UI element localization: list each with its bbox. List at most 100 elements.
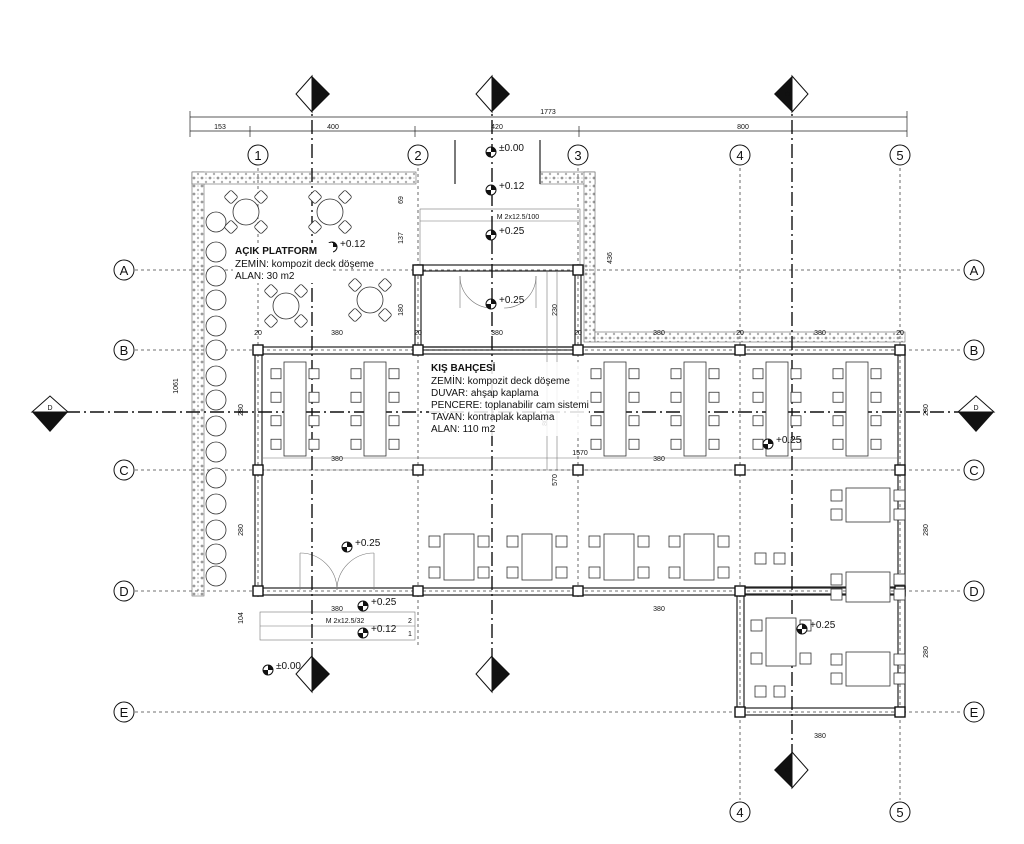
grid-bubble-A-left: A (113, 259, 135, 281)
stool (205, 415, 227, 437)
chair (254, 220, 268, 234)
svg-text:A: A (313, 92, 320, 97)
chair (270, 368, 282, 380)
gravel-border (191, 171, 906, 597)
column-post (572, 344, 584, 356)
chair (708, 368, 720, 380)
chair (790, 415, 802, 427)
chair (308, 415, 320, 427)
dim-extra-230: 230 (552, 304, 559, 316)
table (603, 361, 627, 457)
chair (893, 653, 906, 666)
chair (628, 415, 640, 427)
dim-bay-6: 380 (653, 456, 665, 463)
table (363, 361, 387, 457)
chair (348, 308, 362, 322)
chair (350, 415, 362, 427)
chair (224, 190, 238, 204)
chair (308, 368, 320, 380)
chair (270, 391, 282, 403)
column-post (572, 585, 584, 597)
chair (388, 415, 400, 427)
chair (350, 391, 362, 403)
column-post (894, 344, 906, 356)
chair (477, 535, 490, 548)
stool (205, 339, 227, 361)
stool (205, 211, 227, 233)
chair (388, 368, 400, 380)
svg-text:B: B (120, 343, 129, 358)
dim-extra-137: 137 (398, 232, 405, 244)
chair (294, 284, 308, 298)
svg-text:5: 5 (896, 148, 903, 163)
stool (205, 365, 227, 387)
entry: M 2x12.5/100 M 2x12.5/32 2 1 (259, 140, 581, 641)
dim-bay-3: 380 (653, 330, 665, 337)
grid-bubbles-columns: 1 2 3 4 5 4 5 (247, 144, 911, 823)
svg-text:C: C (783, 767, 790, 772)
winter-garden-wall: DUVAR: ahşap kaplama (431, 388, 539, 399)
chair (670, 391, 682, 403)
chair (588, 535, 601, 548)
svg-text:C: C (969, 463, 978, 478)
chair (717, 566, 730, 579)
svg-text:D: D (969, 584, 978, 599)
chair (830, 489, 843, 502)
table (521, 533, 553, 581)
dim-post-5: 20 (896, 330, 904, 337)
columns (252, 264, 906, 718)
dim-extra-180: 180 (398, 304, 405, 316)
svg-text:4: 4 (736, 805, 743, 820)
svg-text:1: 1 (254, 148, 261, 163)
dim-bay-5: 380 (331, 456, 343, 463)
svg-text:A: A (313, 672, 320, 677)
level-marker-hall-025: +0.25 (341, 538, 381, 553)
dim-extra-69: 69 (398, 196, 405, 204)
chair (830, 508, 843, 521)
doors (299, 275, 537, 591)
svg-text:A: A (120, 263, 129, 278)
chair (555, 566, 568, 579)
chair (308, 438, 320, 450)
column-post (734, 464, 746, 476)
chair (773, 685, 786, 698)
column-post (412, 344, 424, 356)
svg-text:5: 5 (896, 805, 903, 820)
chair (628, 391, 640, 403)
chair (637, 566, 650, 579)
column-post (894, 706, 906, 718)
chair (893, 489, 906, 502)
stool (205, 265, 227, 287)
chair (893, 508, 906, 521)
chair (708, 415, 720, 427)
table (845, 571, 891, 603)
chair (270, 415, 282, 427)
chair (893, 588, 906, 601)
winter-garden-window: PENCERE: toplanabilir cam sistemi (431, 400, 589, 411)
table (845, 487, 891, 523)
svg-text:2: 2 (414, 148, 421, 163)
stool (205, 441, 227, 463)
chair (832, 368, 844, 380)
column-post (734, 585, 746, 597)
stair-label-top: M 2x12.5/100 (497, 214, 540, 221)
section-marker-A-top: A (295, 74, 330, 114)
section-markers: A B C A B C D D (30, 74, 996, 790)
grid-bubble-D-right: D (963, 580, 985, 602)
chair (893, 672, 906, 685)
furniture (205, 190, 906, 698)
column-post (572, 264, 584, 276)
chair (750, 652, 763, 665)
level-text: +0.12 (371, 624, 397, 635)
dim-bay-4: 380 (814, 330, 826, 337)
chair (752, 391, 764, 403)
chair (830, 653, 843, 666)
stool (205, 565, 227, 587)
svg-text:B: B (970, 343, 979, 358)
chair (750, 619, 763, 632)
open-platform-area: ALAN: 30 m2 (235, 271, 295, 282)
chair (264, 284, 278, 298)
chair (338, 190, 352, 204)
chair (668, 566, 681, 579)
chair (754, 685, 767, 698)
